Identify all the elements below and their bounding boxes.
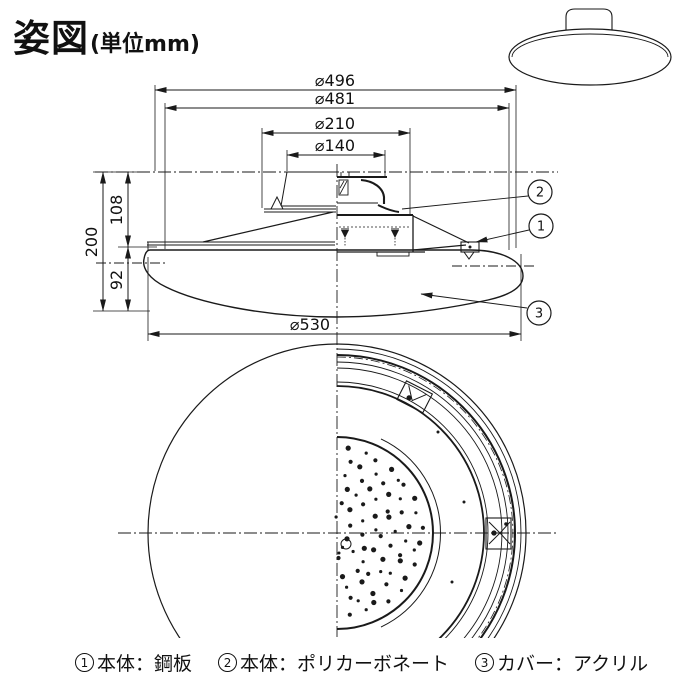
side-view	[142, 171, 524, 318]
product-sketch	[508, 8, 672, 86]
legend-text-2: 本体：ポリカーボネート	[240, 653, 450, 675]
legend-mark-2: 2	[218, 653, 238, 672]
dim-label-200: 200	[82, 227, 101, 258]
page-title: 姿図(単位mm)	[13, 8, 200, 62]
dim-label-496: ⌀496	[315, 71, 355, 90]
legend-item-3: 3 カバー：アクリル	[475, 649, 648, 676]
callout-number-1: 1	[537, 220, 545, 235]
legend-text-3: カバー：アクリル	[497, 653, 649, 675]
leader-1	[475, 229, 530, 243]
centerlines	[95, 164, 558, 637]
dim-label-108: 108	[107, 195, 126, 226]
bottom-outer-circle	[147, 343, 527, 638]
bracket-right	[485, 517, 512, 550]
bracket-upper	[396, 380, 434, 414]
callout-circle-3	[526, 300, 552, 326]
cover-profile	[142, 249, 524, 318]
callout-number-3: 3	[535, 307, 543, 322]
leader-2	[401, 195, 529, 210]
adapter-base-plate	[264, 208, 336, 213]
dimension-lines	[100, 87, 522, 337]
adapter-outline	[280, 171, 336, 207]
leader-3	[420, 292, 528, 309]
section-elbow	[360, 178, 386, 204]
extension-lines	[93, 85, 522, 341]
legend-text-1: 本体：鋼板	[97, 653, 193, 675]
dim-label-530: ⌀530	[290, 315, 330, 334]
dim-label-481: ⌀481	[315, 89, 355, 108]
body-cone-left	[202, 211, 334, 243]
body-cone-right	[412, 215, 470, 251]
callouts: 2 1 3	[401, 179, 554, 326]
dim-label-92: 92	[107, 270, 126, 290]
callout-number-2: 2	[536, 186, 544, 201]
screw-symbols	[341, 228, 399, 247]
callout-circle-2	[527, 179, 553, 205]
dim-label-210: ⌀210	[315, 114, 355, 133]
led-panel-circle	[336, 436, 434, 630]
polycarbonate-body-edge	[377, 204, 400, 213]
dimension-labels: ⌀496 ⌀481 ⌀210 ⌀140 ⌀530 200 108 92	[82, 71, 355, 334]
cover-clip	[460, 241, 480, 253]
title-text: 姿図	[13, 17, 89, 60]
led-hole-pattern	[334, 445, 425, 617]
sketch-rim-arc	[511, 33, 669, 58]
bottom-rim-ring	[336, 354, 516, 638]
dim-label-140: ⌀140	[315, 136, 355, 155]
material-legend: 1 本体：鋼板 2 本体：ポリカーボネート 3 カバー：アクリル	[75, 649, 648, 676]
legend-item-2: 2 本体：ポリカーボネート	[218, 649, 449, 676]
section-hatch-block	[338, 179, 349, 196]
callout-circle-1	[528, 213, 554, 239]
legend-mark-3: 3	[475, 653, 495, 672]
legend-mark-1: 1	[75, 653, 94, 672]
title-unit: (単位mm)	[90, 32, 200, 57]
section-body-box	[337, 215, 425, 253]
sketch-canopy-bump	[565, 8, 613, 34]
bottom-view	[147, 343, 527, 638]
legend-item-1: 1 本体：鋼板	[75, 649, 192, 676]
sketch-cover-ellipse	[508, 28, 672, 86]
